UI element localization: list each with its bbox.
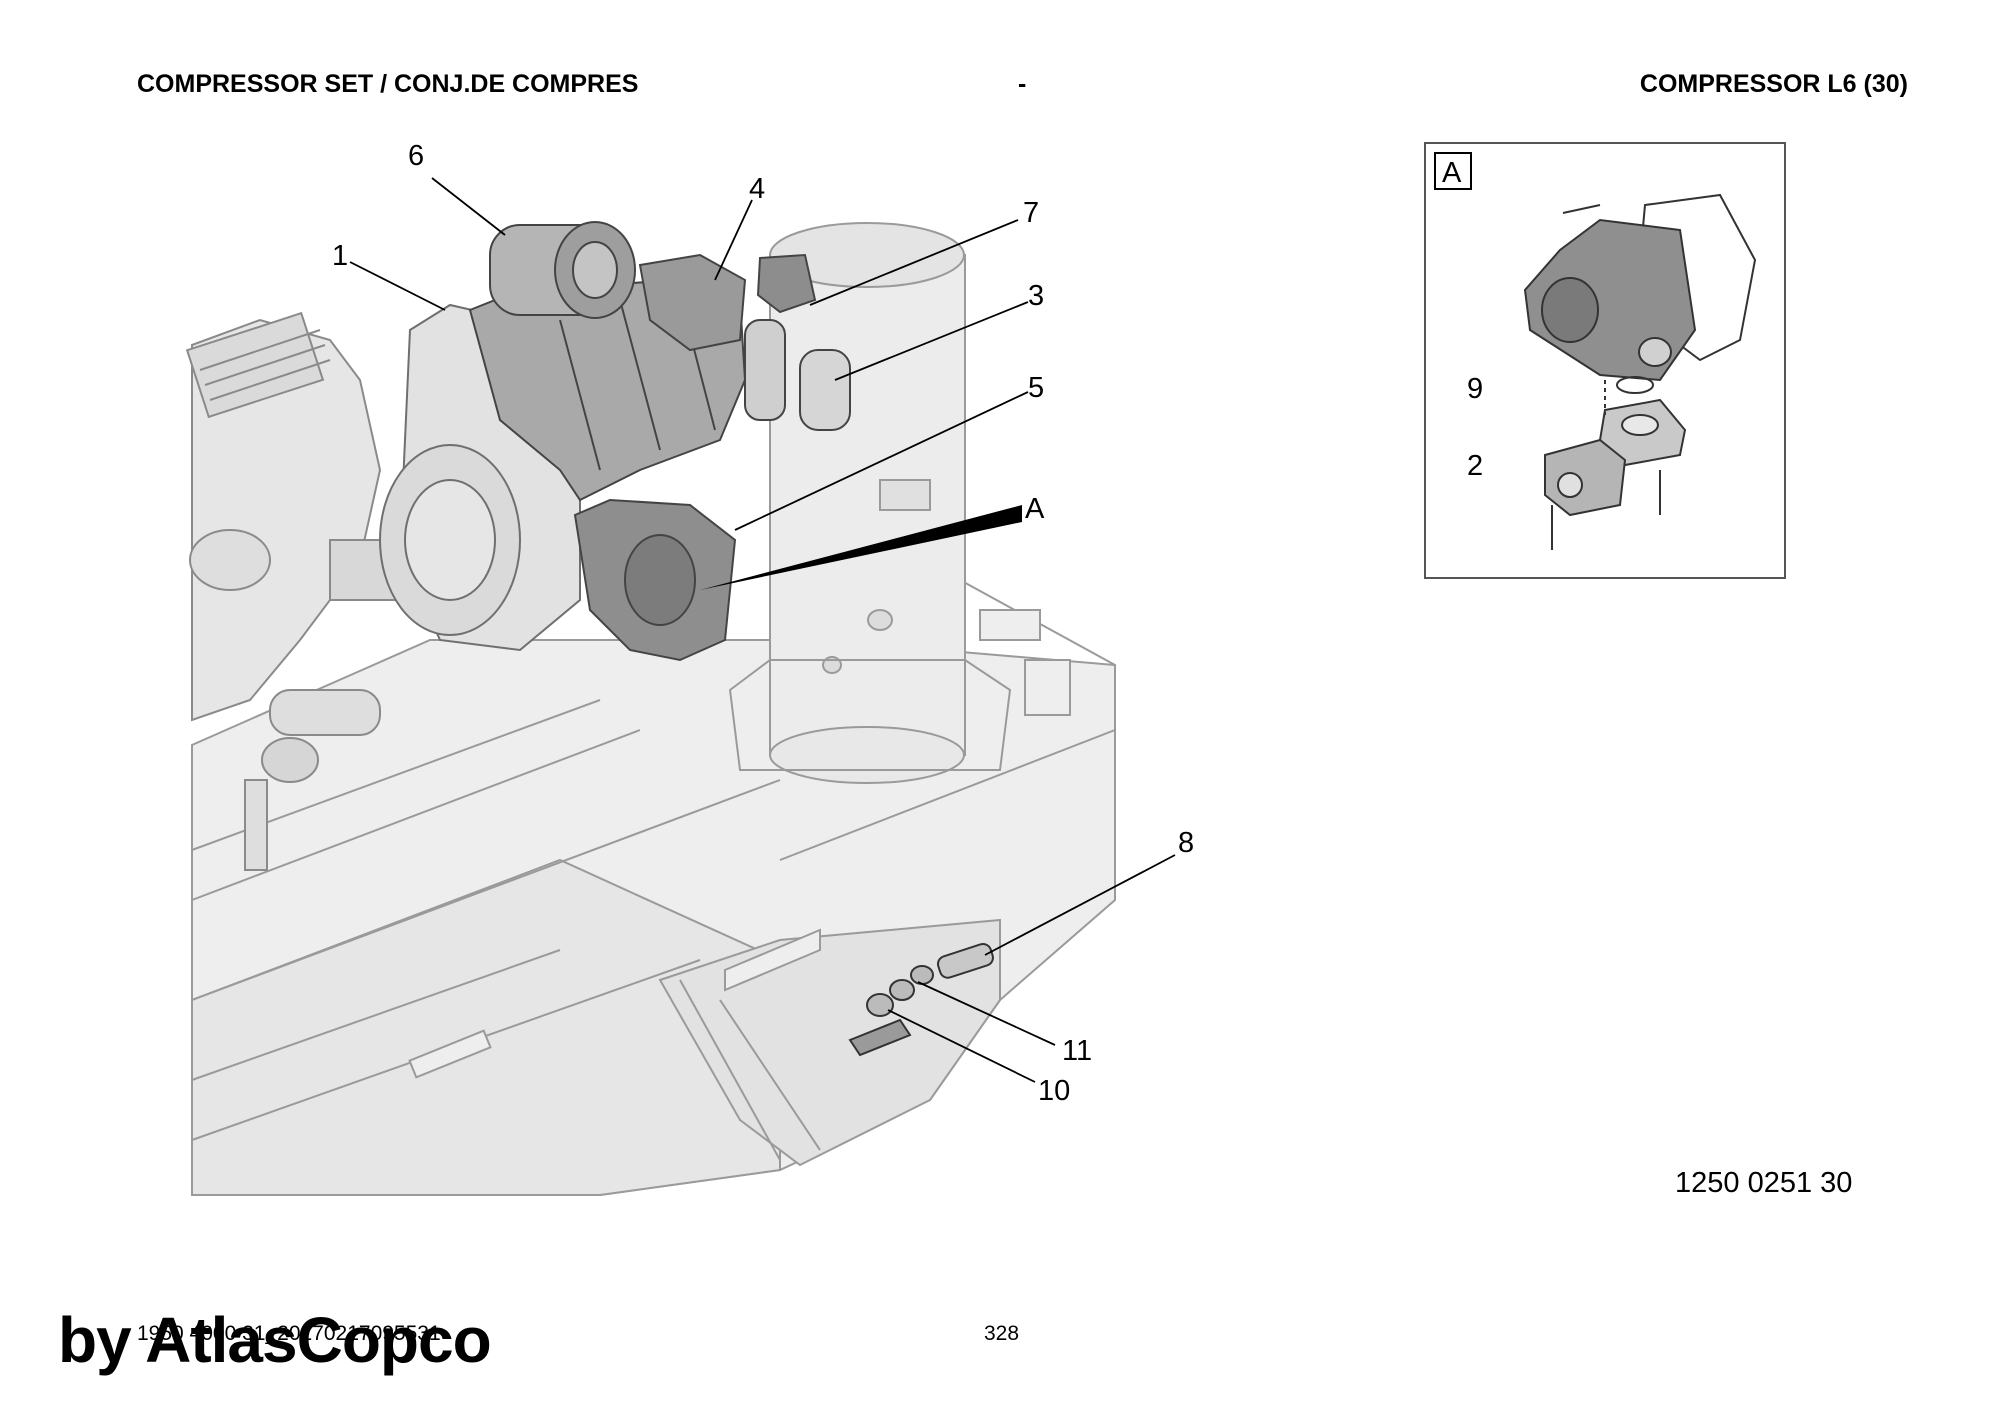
callout-2: 2 [1467, 450, 1483, 482]
callout-5: 5 [1028, 372, 1044, 404]
air-receiver-tank [728, 222, 1012, 784]
callout-8: 8 [1178, 827, 1194, 859]
gauge-valve-assembly [848, 942, 994, 1057]
callout-10: 10 [1038, 1075, 1070, 1107]
detail-a-pointer [700, 505, 1022, 590]
engine-block [185, 311, 401, 871]
callout-11: 11 [1062, 1035, 1092, 1067]
document-reference: 1950 4000 31_20170217095531 [137, 1322, 441, 1345]
header-section-title: COMPRESSOR SET / CONJ.DE COMPRES [137, 70, 639, 98]
compressor-element [468, 221, 851, 662]
detail-a-label: A [1442, 157, 1462, 189]
callout-7: 7 [1023, 197, 1039, 229]
atlascopco-watermark: by AtlasCopco [58, 1304, 492, 1376]
callout-a: A [1025, 493, 1045, 525]
callout-1: 1 [332, 240, 348, 272]
header-separator: - [1018, 70, 1027, 98]
chassis-frame [191, 579, 1116, 1196]
page-number: 328 [984, 1322, 1020, 1345]
callout-9: 9 [1467, 373, 1483, 405]
callout-4: 4 [749, 173, 765, 205]
detail-a-inset: A 9 2 [1424, 142, 1786, 579]
header-model-title: COMPRESSOR L6 (30) [1639, 70, 1908, 98]
callout-3: 3 [1028, 280, 1044, 312]
drawing-part-number: 1250 0251 30 [1675, 1167, 1853, 1199]
callout-6: 6 [408, 140, 424, 172]
